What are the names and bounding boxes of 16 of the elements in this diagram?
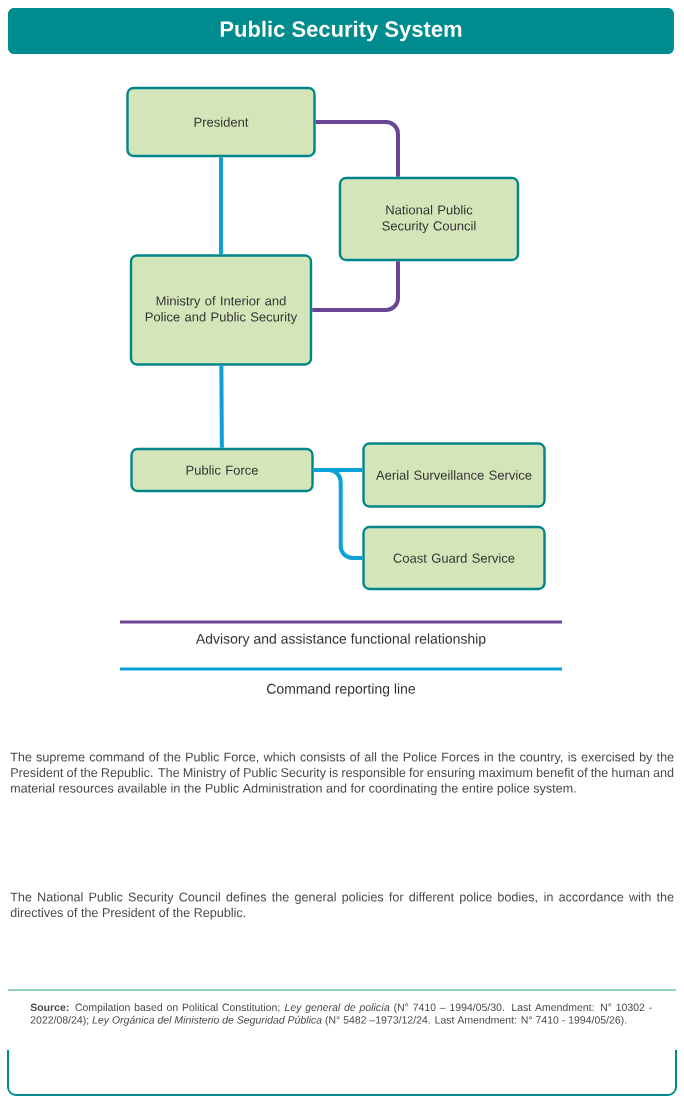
org-box: President [126,86,316,158]
legend-label: Command reporting line [267,683,416,697]
legend-label: Advisory and assistance functional relationship [195,633,486,647]
source-note: Source: Compilation based on Political Constitution; Ley general de policía (N° 7410 – 1994/05/30. Last Amendment: N° 10302 - 2022/08/24); Ley Orgánica del Ministerio de Seguridad Pública (N° 5482 –1973/12/24. Last Amendment: N° 7410 - 1994/05/26). [30,1003,652,1026]
org-box: Coast Guard Service [362,525,546,591]
org-box: National Public Security Council [338,176,520,262]
org-box: Public Force [130,447,314,493]
connector-line [219,157,223,255]
paragraph: The supreme command of the Public Force, which consists of all the Police Forces in the country, is exercised by the President of the Republic. The Ministry of Public Security is responsible for ensuring maximum benefit of the human and material resources available in the Public Administration and for coordinating the entire police system. [10,752,674,796]
connector-line [312,261,400,312]
org-box: Aerial Surveillance Service [362,442,546,508]
title-banner: Public Security System [8,8,674,54]
org-box: Ministry of Interior and Police and Public Security [129,254,313,366]
paragraph: The National Public Security Council defines the general policies for different police bodies, in accordance with the directives of the President of the Republic. [10,892,674,920]
connector-line [219,365,224,448]
connector-line [315,120,400,177]
